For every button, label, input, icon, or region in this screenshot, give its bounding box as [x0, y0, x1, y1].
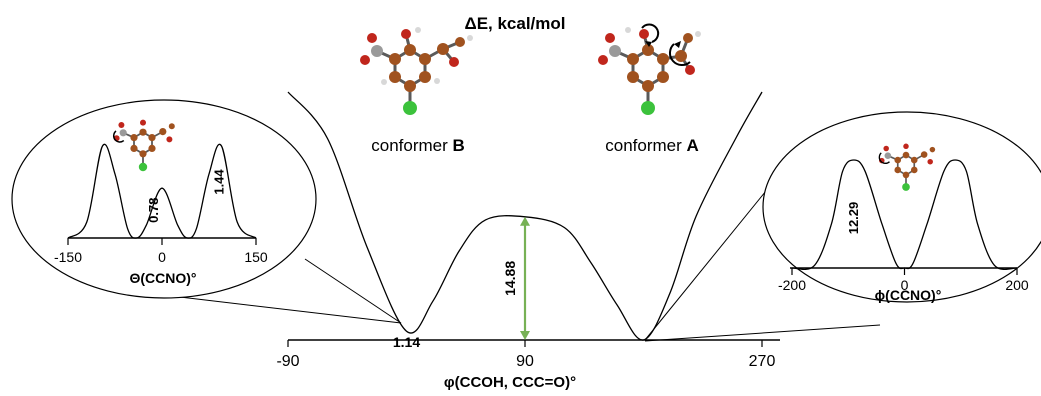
theta-minimum-value-label: 0.78	[146, 198, 161, 223]
rotation-arrow-icon	[668, 43, 691, 67]
phi-tick-label: 0	[901, 277, 909, 293]
phi-inset-molecule	[878, 143, 936, 191]
theta-tick-label: 150	[244, 249, 268, 265]
chart-title: ΔE, kcal/mol	[464, 14, 565, 33]
zoom-lines	[179, 185, 881, 342]
conformer-b-label: conformer B	[371, 136, 465, 155]
arrow-up-icon	[520, 216, 530, 226]
barrier-value-label: 14.88	[502, 261, 518, 296]
phi-tick-label: 200	[1005, 277, 1029, 293]
theta-tick-label: -150	[54, 249, 82, 265]
theta-energy-curve	[67, 143, 257, 239]
barrier-arrow	[520, 216, 530, 340]
arrow-down-icon	[520, 331, 530, 340]
conformer-b-molecule	[360, 27, 473, 115]
phi-inset: -200 0 200 ϕ(CCNO)° 12.29	[762, 111, 1041, 303]
nitrogen-atom	[371, 45, 383, 57]
main-energy-chart: -90 90 270 φ(CCOH, CCC=O)° 14.88 1.14	[276, 91, 780, 391]
phi-x-axis-label: ϕ(CCNO)°	[875, 287, 942, 303]
rotation-arrow-icon	[878, 152, 890, 164]
conformer-a-label: conformer A	[605, 136, 699, 155]
theta-barrier-value-label: 1.44	[211, 169, 226, 195]
main-x-ticks: -90 90 270	[276, 340, 775, 370]
main-tick-label: -90	[276, 353, 299, 370]
theta-tick-label: 0	[158, 249, 166, 265]
theta-x-axis-label: Θ(CCNO)°	[129, 270, 196, 286]
main-x-axis-label: φ(CCOH, CCC=O)°	[444, 374, 576, 391]
rotation-arrow-icon	[112, 130, 125, 143]
main-energy-curve	[287, 91, 763, 341]
phi-barrier-value-label: 12.29	[846, 202, 861, 235]
phi-inset-ellipse	[762, 111, 1041, 303]
theta-inset: -150 0 150 Θ(CCNO)° 0.78 1.44	[11, 99, 317, 299]
chlorine-atom	[403, 101, 417, 115]
theta-x-ticks: -150 0 150	[54, 238, 268, 265]
main-tick-label: 270	[749, 353, 776, 370]
rotation-arrow-icon	[641, 23, 660, 43]
theta-inset-molecule	[112, 119, 175, 172]
main-tick-label: 90	[516, 353, 534, 370]
chlorine-atom	[641, 101, 655, 115]
nitrogen-atom	[609, 45, 621, 57]
conformer-a-molecule	[598, 23, 701, 115]
minimum-b-value-label: 1.14	[393, 334, 420, 350]
phi-tick-label: -200	[778, 277, 806, 293]
phi-x-ticks: -200 0 200	[778, 268, 1029, 293]
theta-inset-ellipse	[11, 99, 317, 299]
